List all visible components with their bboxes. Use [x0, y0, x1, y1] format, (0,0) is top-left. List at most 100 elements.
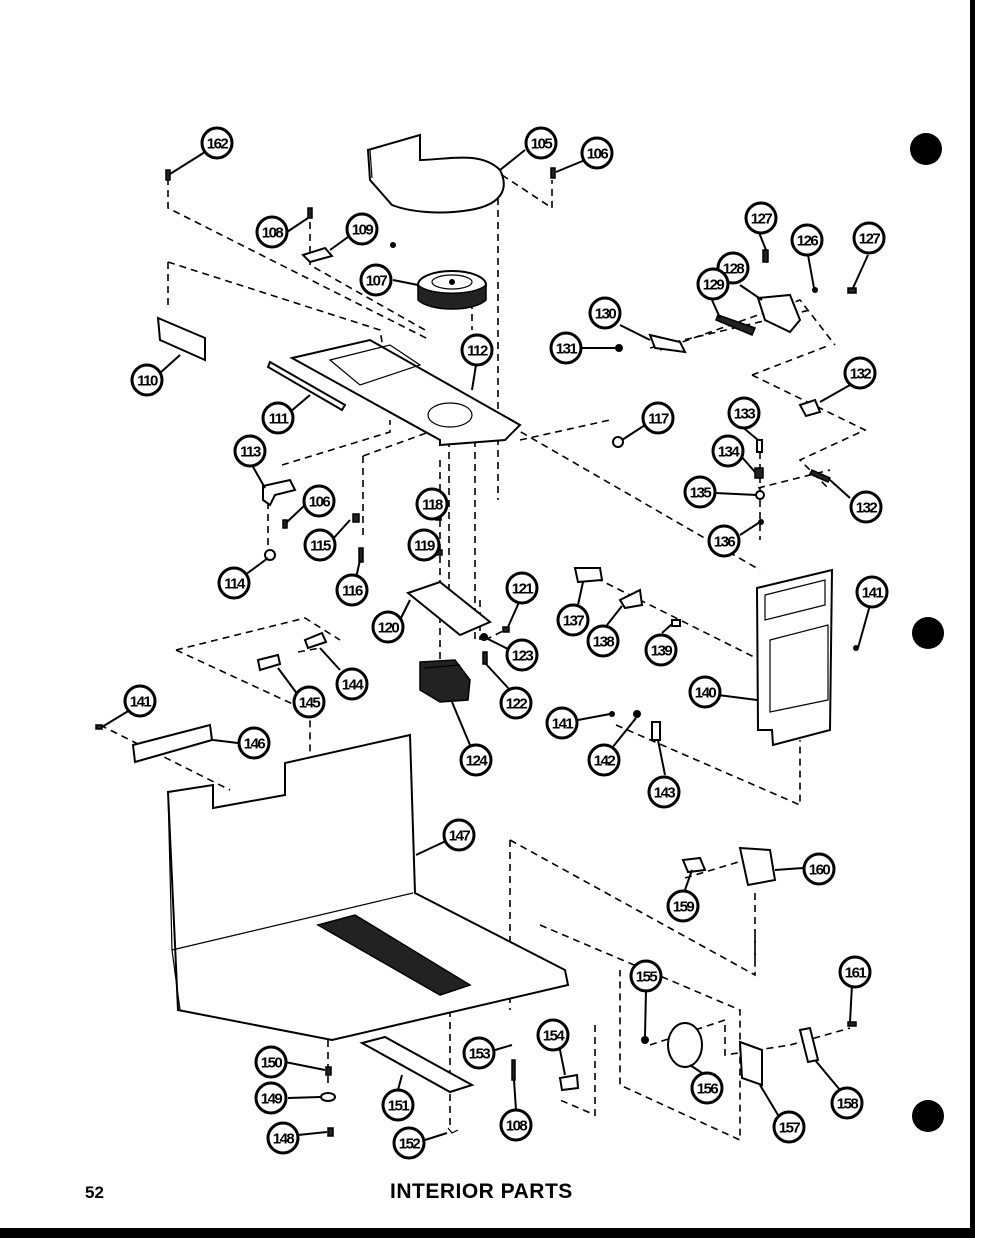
callout-label: 147 — [449, 828, 471, 845]
callout-label: 122 — [506, 696, 528, 713]
callout-144: 144 — [335, 667, 369, 701]
callout-132: 132 — [849, 490, 883, 524]
callout-circle — [200, 126, 234, 160]
callout-label: 123 — [512, 648, 534, 665]
callout-label: 135 — [690, 485, 712, 502]
callout-circle — [524, 126, 558, 160]
binder-hole-bottom — [912, 1100, 944, 1132]
callout-circle — [666, 889, 700, 923]
callout-114: 114 — [217, 566, 251, 600]
callout-134: 134 — [711, 434, 745, 468]
part-133 — [756, 439, 763, 453]
callout-label: 107 — [366, 273, 388, 290]
callout-circle — [587, 743, 621, 777]
callout-label: 105 — [531, 136, 553, 153]
callout-106: 106 — [302, 484, 336, 518]
callout-circle — [335, 573, 369, 607]
callout-circle — [843, 356, 877, 390]
callout-label: 139 — [651, 643, 673, 660]
part-161 — [847, 1021, 857, 1027]
callout-circle — [407, 528, 441, 562]
part-151 — [359, 1035, 475, 1094]
callout-label: 121 — [512, 581, 534, 598]
callout-circle — [302, 484, 336, 518]
part-106a — [550, 167, 556, 179]
callout-circle — [683, 475, 717, 509]
callout-label: 161 — [845, 965, 867, 982]
callout-label: 133 — [734, 406, 756, 423]
callout-label: 155 — [636, 969, 658, 986]
callout-label: 127 — [859, 231, 881, 248]
part-127a — [762, 249, 769, 263]
callout-133: 133 — [727, 396, 761, 430]
callout-127: 127 — [852, 221, 886, 255]
callout-circle — [266, 1121, 300, 1155]
callout-label: 156 — [697, 1081, 719, 1098]
callout-circle — [462, 1036, 496, 1070]
callout-circle — [303, 528, 337, 562]
callout-circle — [772, 1110, 806, 1144]
callout-circle — [415, 487, 449, 521]
part-timer-156 — [667, 1022, 703, 1068]
part-bracket-120 — [405, 580, 492, 637]
callout-124: 124 — [459, 743, 493, 777]
callout-132: 132 — [843, 356, 877, 390]
callout-label: 153 — [469, 1046, 491, 1063]
part-base-cabinet-147 — [166, 733, 570, 1042]
callout-label: 113 — [240, 444, 261, 461]
callout-label: 130 — [595, 306, 617, 323]
part-clip — [301, 246, 334, 264]
callout-155: 155 — [629, 959, 663, 993]
part-148 — [327, 1127, 334, 1137]
callout-130: 130 — [588, 296, 622, 330]
part-152 — [447, 1127, 459, 1134]
callout-106: 106 — [580, 136, 614, 170]
callout-156: 156 — [690, 1071, 724, 1105]
part-155 — [641, 1036, 649, 1044]
part-130 — [648, 333, 687, 354]
callout-label: 132 — [856, 500, 878, 517]
callout-140: 140 — [688, 675, 722, 709]
callout-112: 112 — [460, 333, 494, 367]
callout-162: 162 — [200, 126, 234, 160]
callout-149: 149 — [254, 1081, 288, 1115]
part-158 — [798, 1026, 820, 1064]
part-108-screw — [511, 1059, 516, 1081]
part-127b — [847, 287, 857, 294]
callout-circle — [392, 1126, 426, 1160]
binder-hole-top — [910, 133, 942, 165]
callout-110: 110 — [130, 363, 164, 397]
callout-circle — [744, 201, 778, 235]
part-bracket-157 — [738, 1040, 763, 1087]
callout-131: 131 — [549, 331, 583, 365]
callout-circle — [852, 221, 886, 255]
callout-label: 136 — [714, 534, 736, 551]
callout-161: 161 — [838, 955, 872, 989]
callout-circle — [254, 1081, 288, 1115]
part-switch-128 — [756, 293, 802, 334]
callout-circle — [641, 401, 675, 435]
callout-circle — [359, 263, 393, 297]
callout-circle — [647, 775, 681, 809]
callout-118: 118 — [415, 487, 449, 521]
callout-circle — [505, 571, 539, 605]
callout-circle — [371, 610, 405, 644]
part-bracket-113 — [262, 478, 297, 507]
callout-circle — [130, 363, 164, 397]
callout-label: 114 — [224, 576, 246, 593]
callout-circle — [261, 401, 295, 435]
callout-circle — [855, 575, 889, 609]
callout-label: 108 — [262, 225, 284, 242]
callout-label: 118 — [422, 497, 443, 514]
callout-148: 148 — [266, 1121, 300, 1155]
callout-circle — [586, 624, 620, 658]
part-154 — [558, 1073, 580, 1092]
part-bracket-110 — [156, 316, 206, 362]
part-135 — [755, 490, 765, 500]
part-142 — [633, 710, 641, 718]
part-motor-124 — [419, 659, 471, 703]
callout-circle — [123, 684, 157, 718]
part-132b — [808, 469, 832, 483]
callout-circle — [549, 331, 583, 365]
